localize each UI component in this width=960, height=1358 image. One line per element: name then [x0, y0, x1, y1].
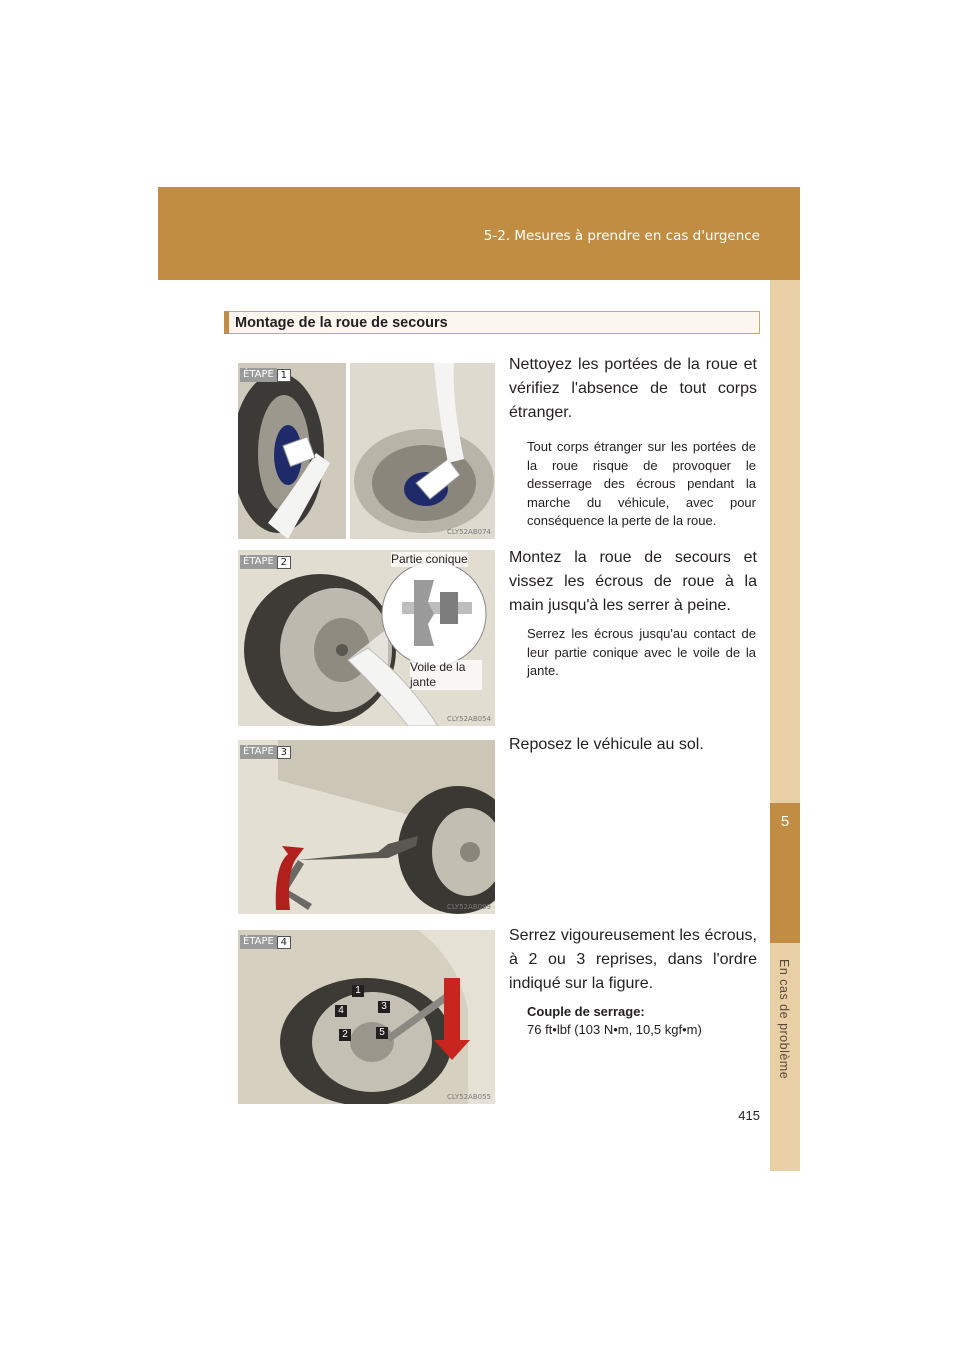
- figure-code: CLY52AB054: [447, 715, 491, 723]
- section-title-box: Montage de la roue de secours: [224, 311, 760, 334]
- torque-label: Couple de serrage:: [527, 1004, 645, 1019]
- step-4-instruction: Serrez vigoureusement les écrous, à 2 ou…: [509, 927, 757, 992]
- step-1-note: Tout corps étranger sur les portées de l…: [527, 439, 756, 528]
- running-header: 5-2. Mesures à prendre en cas d'urgence: [483, 228, 760, 244]
- chapter-title: En cas de problème: [777, 959, 791, 1080]
- figure-code: CLY52AB099: [447, 903, 491, 911]
- chapter-tab[interactable]: 5: [770, 803, 800, 943]
- nut-order-3: 3: [378, 1001, 390, 1013]
- step-2-instruction: Montez la roue de secours et vissez les …: [509, 549, 757, 614]
- label-web: Voile de la jante: [410, 660, 482, 690]
- label-cone: Partie conique: [391, 552, 468, 567]
- nut-order-5: 5: [376, 1027, 388, 1039]
- nut-order-2: 2: [339, 1029, 351, 1041]
- figure-code: CLY52AB055: [447, 1093, 491, 1101]
- section-title-accent: [224, 311, 229, 334]
- step-2-note: Serrez les écrous jusqu'au contact de le…: [527, 626, 756, 678]
- torque-value: 76 ft•lbf (103 N•m, 10,5 kgf•m): [527, 1022, 702, 1037]
- step-3-instruction: Reposez le véhicule au sol.: [509, 736, 704, 753]
- side-tab-lower: En cas de problème: [770, 943, 800, 1171]
- clean-wheel-illustration: [238, 363, 495, 539]
- side-tab-upper: [770, 280, 800, 803]
- nut-order-4: 4: [335, 1005, 347, 1017]
- page-number: 415: [738, 1108, 760, 1123]
- spare-wheel-nut-illustration: [238, 550, 495, 726]
- figure-code: CLY52AB074: [447, 528, 491, 536]
- step-1-instruction: Nettoyez les portées de la roue et vérif…: [509, 356, 757, 421]
- section-title: Montage de la roue de secours: [235, 315, 448, 331]
- header-band: 5-2. Mesures à prendre en cas d'urgence: [158, 187, 800, 280]
- lower-vehicle-illustration: [238, 740, 495, 914]
- chapter-number: 5: [780, 813, 790, 830]
- nut-order-1: 1: [352, 985, 364, 997]
- tighten-nuts-illustration: [238, 930, 495, 1104]
